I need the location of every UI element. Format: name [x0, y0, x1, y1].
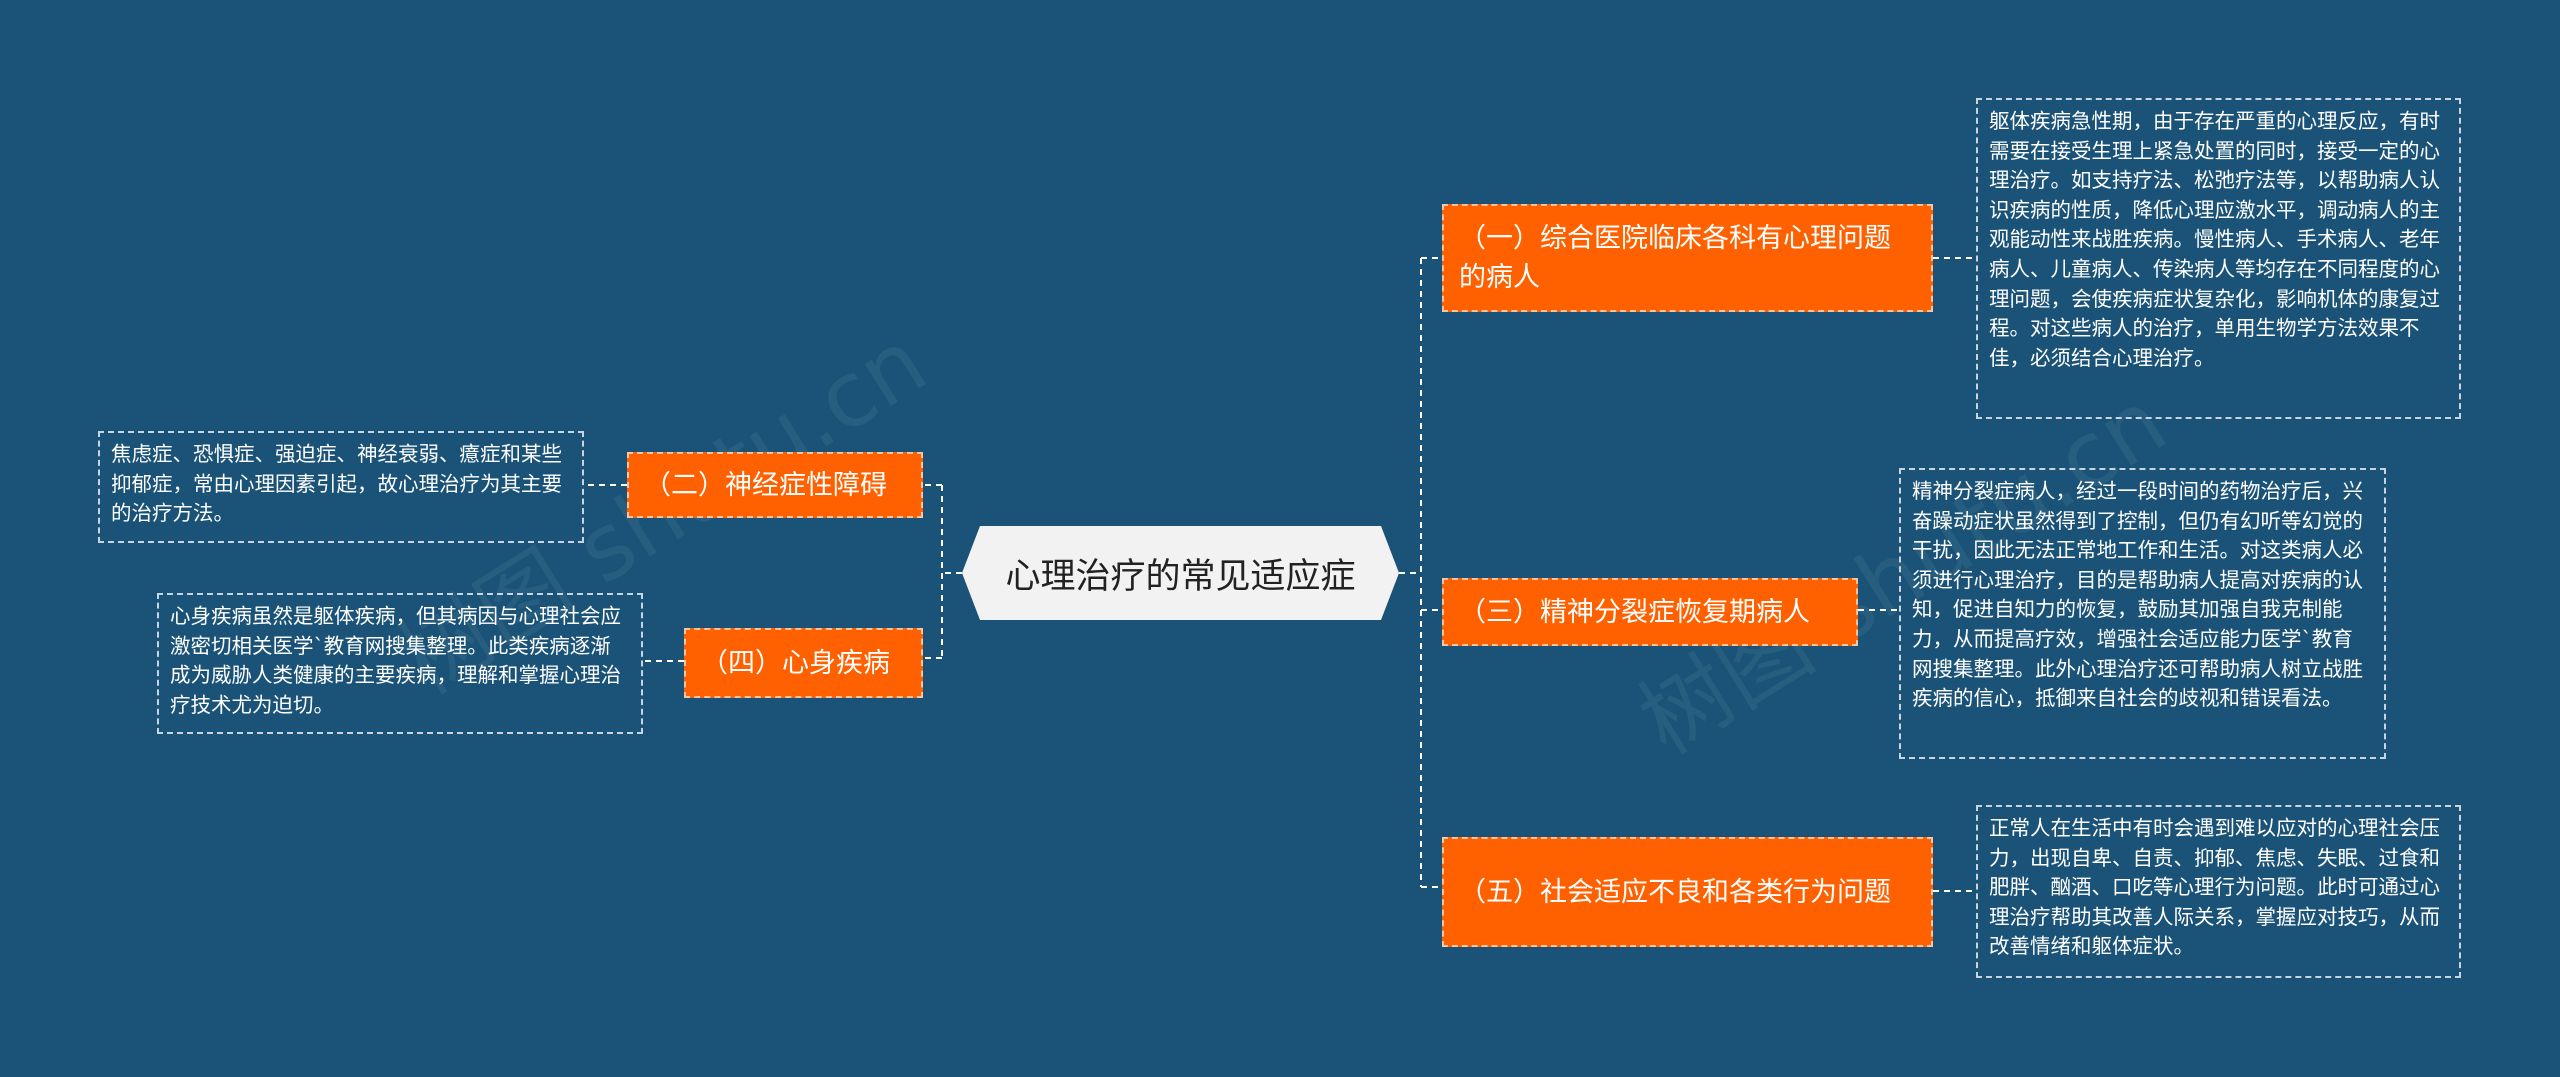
branch-psychosomatic-label: （四）心身疾病	[701, 647, 890, 679]
branch-neurosis[interactable]: （二）神经症性障碍	[627, 452, 923, 518]
branch-schizophrenia[interactable]: （三）精神分裂症恢复期病人	[1442, 578, 1858, 646]
note-general-hospital: 躯体疾病急性期，由于存在严重的心理反应，有时需要在接受生理上紧急处置的同时，接受…	[1976, 98, 2461, 419]
branch-general-hospital[interactable]: （一）综合医院临床各科有心理问题的病人	[1442, 204, 1933, 312]
central-topic[interactable]: 心理治疗的常见适应症	[962, 526, 1399, 620]
note-neurosis: 焦虑症、恐惧症、强迫症、神经衰弱、癔症和某些抑郁症，常由心理因素引起，故心理治疗…	[98, 431, 584, 543]
note-psychosomatic: 心身疾病虽然是躯体疾病，但其病因与心理社会应激密切相关医学`教育网搜集整理。此类…	[157, 593, 643, 734]
branch-general-hospital-label: （一）综合医院临床各科有心理问题的病人	[1459, 223, 1891, 293]
branch-social-adaptation[interactable]: （五）社会适应不良和各类行为问题	[1442, 837, 1933, 947]
branch-schizophrenia-label: （三）精神分裂症恢复期病人	[1459, 596, 1810, 628]
note-social-adaptation: 正常人在生活中有时会遇到难以应对的心理社会压力，出现自卑、自责、抑郁、焦虑、失眠…	[1976, 805, 2461, 978]
branch-neurosis-label: （二）神经症性障碍	[644, 469, 887, 501]
central-topic-label: 心理治疗的常见适应症	[1005, 556, 1356, 597]
note-schizophrenia: 精神分裂症病人，经过一段时间的药物治疗后，兴奋躁动症状虽然得到了控制，但仍有幻听…	[1899, 468, 2386, 759]
branch-social-adaptation-label: （五）社会适应不良和各类行为问题	[1459, 876, 1891, 908]
branch-psychosomatic[interactable]: （四）心身疾病	[684, 628, 923, 698]
